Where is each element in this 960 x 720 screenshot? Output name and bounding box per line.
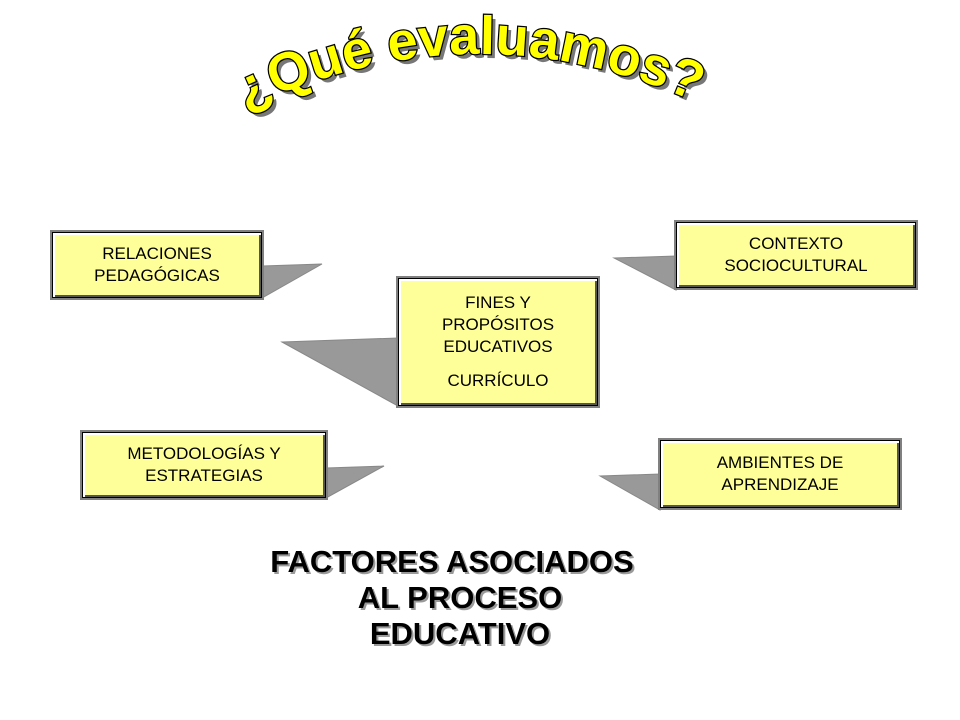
box-line: FINES Y bbox=[465, 293, 531, 312]
title-wordart: ¿Qué evaluamos? ¿Qué evaluamos? bbox=[224, 4, 717, 124]
shadow-fines bbox=[280, 337, 399, 407]
shadow-ambientes bbox=[598, 473, 661, 511]
box-line: METODOLOGÍAS Y bbox=[127, 444, 281, 463]
box-line: RELACIONES bbox=[102, 244, 212, 263]
box-line: AMBIENTES DE bbox=[716, 453, 844, 472]
box-line: CONTEXTO bbox=[748, 234, 844, 253]
shadow-metodologias bbox=[325, 465, 385, 499]
box-line: PROPÓSITOS bbox=[441, 315, 555, 334]
box-relaciones-pedagogicas: RELACIONES PEDAGÓGICAS bbox=[50, 230, 264, 300]
box-line: ESTRATEGIAS bbox=[145, 466, 263, 485]
shadow-relaciones bbox=[261, 263, 323, 299]
box-metodologias-estrategias: METODOLOGÍAS Y ESTRATEGIAS bbox=[80, 430, 328, 500]
box-line: PEDAGÓGICAS bbox=[94, 266, 220, 285]
box-line: SOCIOCULTURAL bbox=[724, 256, 868, 275]
box-fines-propositos: FINES Y PROPÓSITOS EDUCATIVOS CURRÍCULO bbox=[396, 276, 600, 408]
caption-line: AL PROCESO bbox=[357, 580, 563, 615]
box-line: EDUCATIVOS bbox=[443, 337, 553, 356]
caption-line: FACTORES ASOCIADOS bbox=[270, 544, 634, 579]
box-line: CURRÍCULO bbox=[447, 371, 549, 390]
box-contexto-sociocultural: CONTEXTO SOCIOCULTURAL bbox=[674, 220, 918, 290]
caption-factores: FACTORES ASOCIADOS AL PROCESO EDUCATIVO bbox=[200, 544, 720, 652]
box-ambientes-aprendizaje: AMBIENTES DE APRENDIZAJE bbox=[658, 438, 902, 510]
box-line: APRENDIZAJE bbox=[721, 475, 839, 494]
caption-line: EDUCATIVO bbox=[369, 616, 551, 651]
shadow-contexto bbox=[612, 255, 677, 291]
